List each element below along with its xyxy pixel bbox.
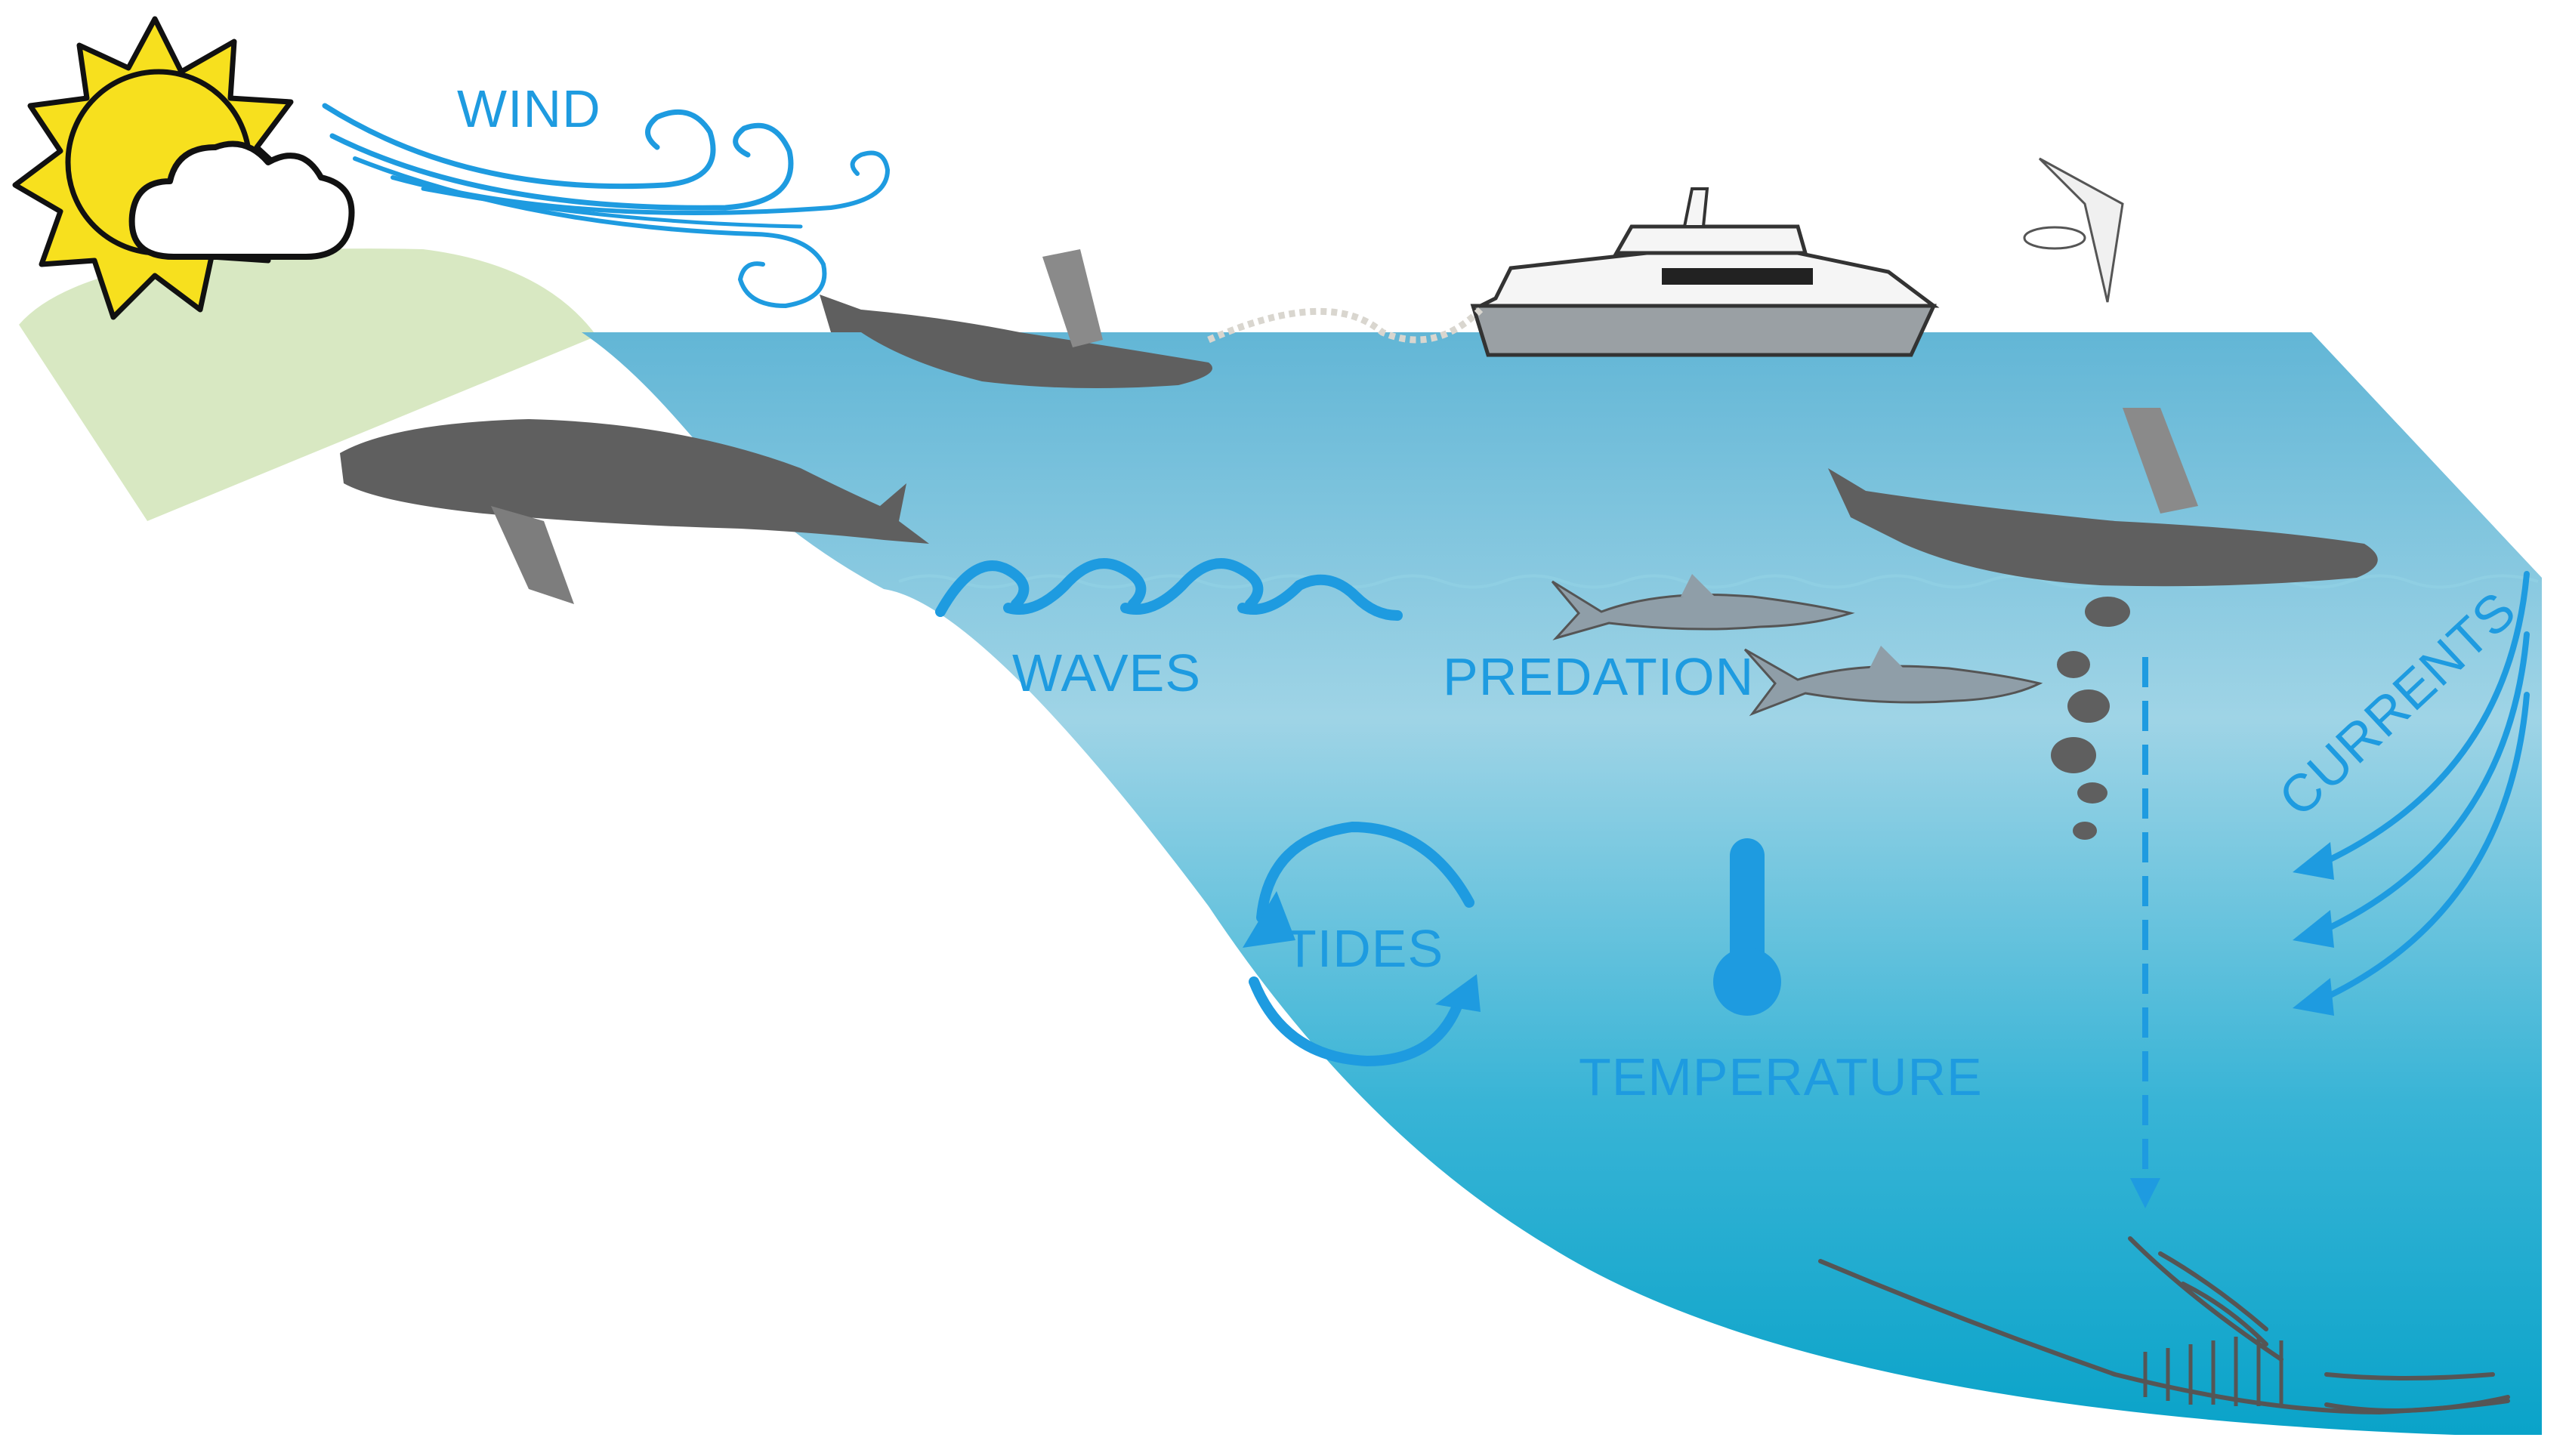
seabird-icon	[2023, 157, 2124, 303]
cloud-icon	[128, 140, 355, 260]
whale-ribs	[2143, 1337, 2283, 1406]
wave-icon	[935, 558, 1403, 621]
tides-arrowheads	[1243, 891, 1481, 1012]
falling-debris	[2051, 597, 2130, 840]
whale-icon	[340, 419, 929, 604]
whale-icon	[820, 249, 1212, 388]
boat-icon	[1470, 187, 1940, 357]
temperature-label: TEMPERATURE	[1579, 1047, 1983, 1106]
waves-label: WAVES	[1012, 643, 1201, 702]
tides-cycle-icon	[1249, 821, 1474, 1067]
predation-label: PREDATION	[1443, 647, 1754, 706]
whale-icon	[1828, 408, 2378, 587]
sinking-arrow	[2130, 657, 2160, 1208]
currents-arrows-icon	[2316, 571, 2530, 1004]
wind-label: WIND	[457, 79, 601, 138]
wind-icon	[322, 103, 891, 309]
ocean-body	[582, 332, 2542, 1435]
shark-icon	[1743, 646, 2043, 717]
tow-rope	[1207, 307, 1484, 344]
currents-arrowheads	[2293, 842, 2334, 1016]
shark-icon	[1551, 574, 1855, 640]
thermometer-icon	[1713, 838, 1781, 1016]
land-shelf	[19, 248, 597, 1456]
tides-label: TIDES	[1284, 919, 1444, 978]
